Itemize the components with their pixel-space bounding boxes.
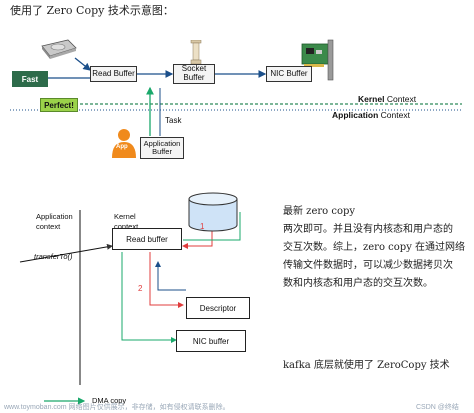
perfect-label: Perfect!: [40, 98, 78, 112]
socket-buffer-label: Socket Buffer: [181, 64, 207, 82]
task-label: Task: [165, 116, 182, 125]
descriptor-label: Descriptor: [199, 303, 237, 313]
step-1-label: 1: [200, 222, 205, 231]
side-line-2: 交互次数。综上，zero copy 在通过网络: [283, 242, 466, 253]
nic-buffer-box: NIC Buffer: [266, 66, 312, 82]
read-buffer-label: Read Buffer: [92, 68, 135, 78]
application-buffer-label: Application Buffer: [143, 138, 181, 156]
kafka-note: kafka 底层就使用了 ZeroCopy 技术: [283, 360, 450, 371]
side-line-4: 数和内核态和用户态的交互次数。: [283, 278, 433, 289]
credit-text: CSDN @终结: [416, 404, 459, 411]
application-context-label: Application Context: [332, 110, 410, 120]
read-buffer-box: Read Buffer: [90, 66, 137, 82]
application-context-rest: Context: [378, 110, 410, 120]
nic-card-icon: [300, 38, 336, 82]
heading: 使用了 Zero Copy 技术示意图：: [10, 4, 174, 17]
application-buffer-box: Application Buffer: [140, 137, 184, 159]
descriptor-box: Descriptor: [186, 297, 250, 319]
side-line-3: 传输文件数据时，可以减少数据拷贝次: [283, 260, 453, 271]
side-title: 最新 zero copy: [283, 206, 356, 217]
app-user-icon: App: [110, 128, 138, 158]
hard-disk-icon: [38, 38, 78, 60]
socket-column-icon: [190, 39, 202, 65]
nic-buffer-label: NIC Buffer: [270, 68, 308, 78]
kernel-context-rest: Context: [384, 94, 417, 104]
socket-buffer-box: Socket Buffer: [173, 64, 215, 84]
application-context-bold: Application: [332, 110, 379, 120]
nic-buffer-bottom-label: NIC buffer: [192, 336, 230, 346]
watermark-text: www.toymoban.com 网络图片仅供展示，非存储，如有侵权请联系删除。: [4, 404, 230, 411]
dma-copy-label: DMA copy: [92, 396, 127, 405]
kernel-context-bold: Kernel: [358, 94, 385, 104]
fast-label: Fast: [12, 71, 48, 87]
read-buffer-bottom-box: Read buffer: [112, 228, 182, 250]
app-label: App: [116, 144, 128, 150]
kernel-context-label: Kernel Context: [358, 94, 416, 104]
disk-cylinder-icon: [188, 192, 238, 232]
side-line-1: 两次即可。并且没有内核态和用户态的: [283, 224, 453, 235]
read-buffer-bottom-label: Read buffer: [126, 234, 168, 244]
step-2-label: 2: [138, 284, 143, 293]
nic-buffer-bottom-box: NIC buffer: [176, 330, 246, 352]
application-context-title: Application context: [36, 212, 73, 231]
transfer-to-label: transferTo(): [34, 252, 73, 261]
kernel-context-title: Kernel context: [114, 212, 139, 231]
